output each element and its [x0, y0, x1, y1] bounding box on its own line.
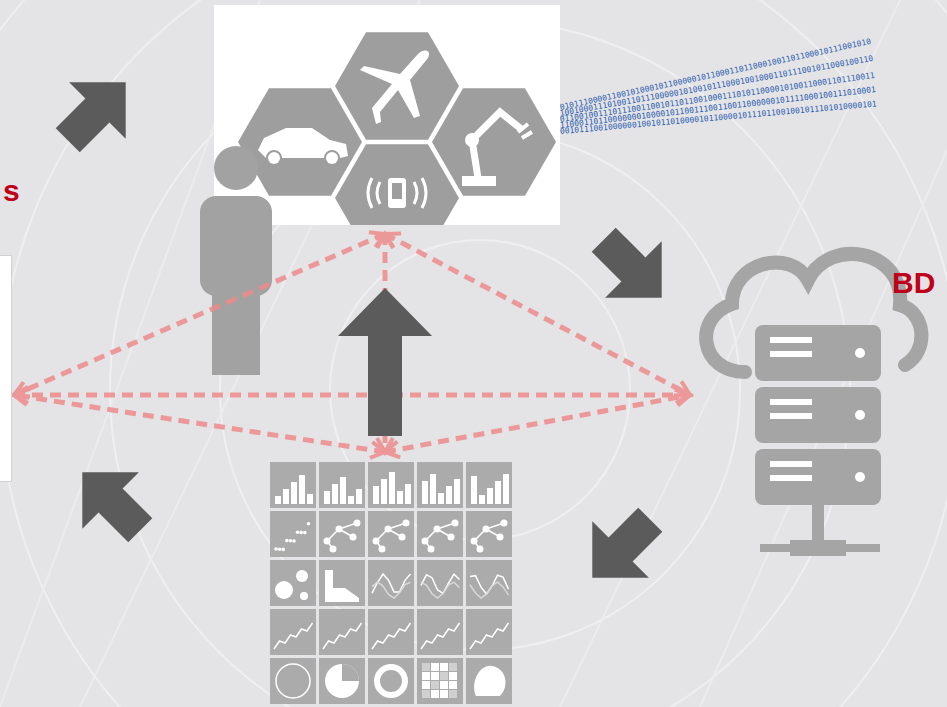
cycle-arrow [575, 211, 690, 326]
mini-chart [417, 658, 463, 704]
hexagon [335, 144, 459, 225]
server-light [855, 410, 865, 420]
mini-chart [466, 609, 512, 655]
visualization-grid [270, 462, 512, 704]
server-unit [755, 387, 881, 443]
phone-screen [392, 183, 402, 199]
mini-chart [319, 511, 365, 557]
server-slot [770, 461, 812, 467]
mini-chart [368, 609, 414, 655]
mini-chart [466, 560, 512, 606]
server-unit [755, 325, 881, 381]
robot-joint [465, 133, 479, 147]
background-line [700, 150, 947, 707]
plane-icon [360, 51, 429, 124]
mini-chart [417, 462, 463, 508]
robot-arm-icon [472, 112, 520, 178]
mini-chart [270, 511, 316, 557]
mini-chart [319, 560, 365, 606]
mini-chart [417, 511, 463, 557]
mini-chart [368, 511, 414, 557]
signal-waves [368, 178, 426, 208]
cycle-arrows [39, 54, 690, 606]
mini-chart [466, 511, 512, 557]
relation-dash [14, 234, 385, 395]
mini-chart [466, 658, 512, 704]
info-panel: s [0, 255, 12, 482]
mini-chart [270, 462, 316, 508]
server-unit [755, 449, 881, 505]
relation-dash [385, 395, 690, 452]
phone-icon [388, 178, 406, 208]
relation-dash [14, 393, 690, 398]
hexagon [335, 32, 459, 139]
server-slot [770, 475, 812, 481]
mini-chart [368, 462, 414, 508]
mini-chart [368, 658, 414, 704]
background-arc [330, 240, 630, 540]
robot-base [462, 176, 496, 186]
server-light [855, 348, 865, 358]
hexagon [238, 88, 362, 195]
server-light [855, 472, 865, 482]
mini-chart [270, 609, 316, 655]
panel-heading: s [3, 176, 20, 206]
center-arrow [338, 288, 432, 436]
mini-chart [270, 658, 316, 704]
hexagon [432, 88, 556, 195]
mini-chart [319, 609, 365, 655]
mini-chart [466, 462, 512, 508]
car-wheel [326, 152, 338, 164]
mini-chart [417, 560, 463, 606]
car-wheel [268, 152, 280, 164]
section-heading: BD [892, 268, 935, 298]
server-slot [770, 351, 812, 357]
server-slot [770, 399, 812, 405]
cycle-arrow [39, 54, 154, 169]
cloud-server [706, 254, 921, 556]
application-hexagons [238, 32, 556, 225]
server-slot [770, 413, 812, 419]
relation-dashes [14, 234, 690, 452]
server-slot [770, 337, 812, 343]
person-figure [200, 146, 272, 375]
mini-chart [319, 658, 365, 704]
mini-chart [319, 462, 365, 508]
cycle-arrow [564, 491, 679, 606]
robot-gripper [518, 124, 532, 138]
mini-chart [368, 560, 414, 606]
cycle-arrow [54, 444, 169, 559]
relation-dash [14, 395, 385, 452]
mini-chart [417, 609, 463, 655]
mini-chart [270, 560, 316, 606]
